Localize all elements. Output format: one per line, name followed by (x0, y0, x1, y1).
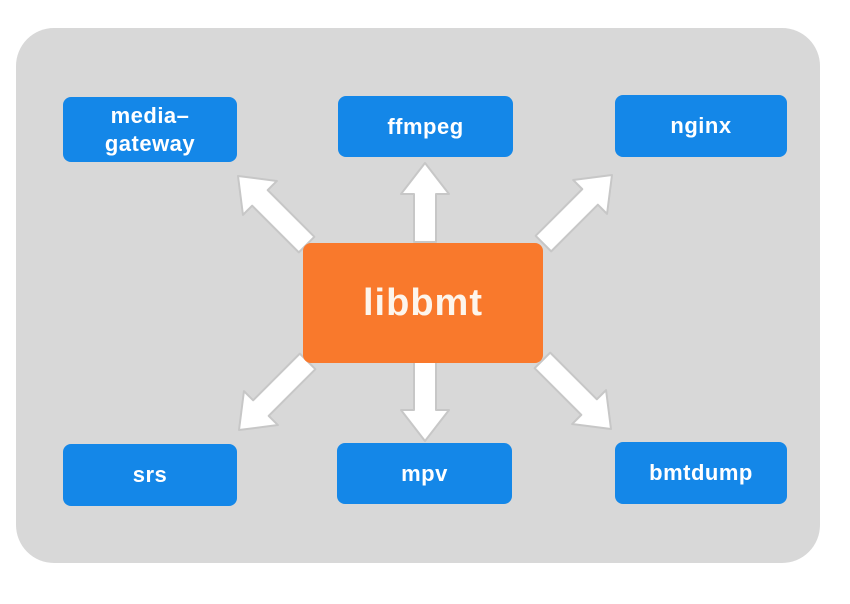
node-nginx-label: nginx (670, 113, 732, 139)
node-srs-label: srs (132, 462, 168, 488)
node-nginx: nginx (615, 95, 787, 157)
node-srs: srs (63, 444, 237, 506)
node-ffmpeg: ffmpeg (338, 96, 513, 157)
node-bmtdump-label: bmtdump (649, 460, 753, 486)
node-mpv: mpv (337, 443, 512, 504)
node-ffmpeg-label: ffmpeg (387, 113, 464, 139)
node-media-gateway: media– gateway (63, 97, 237, 162)
node-libbmt: libbmt (303, 243, 543, 363)
node-bmtdump: bmtdump (615, 442, 787, 504)
node-media-gateway-label: media– gateway (104, 103, 196, 156)
node-mpv-label: mpv (401, 460, 448, 486)
node-libbmt-label: libbmt (363, 281, 483, 324)
